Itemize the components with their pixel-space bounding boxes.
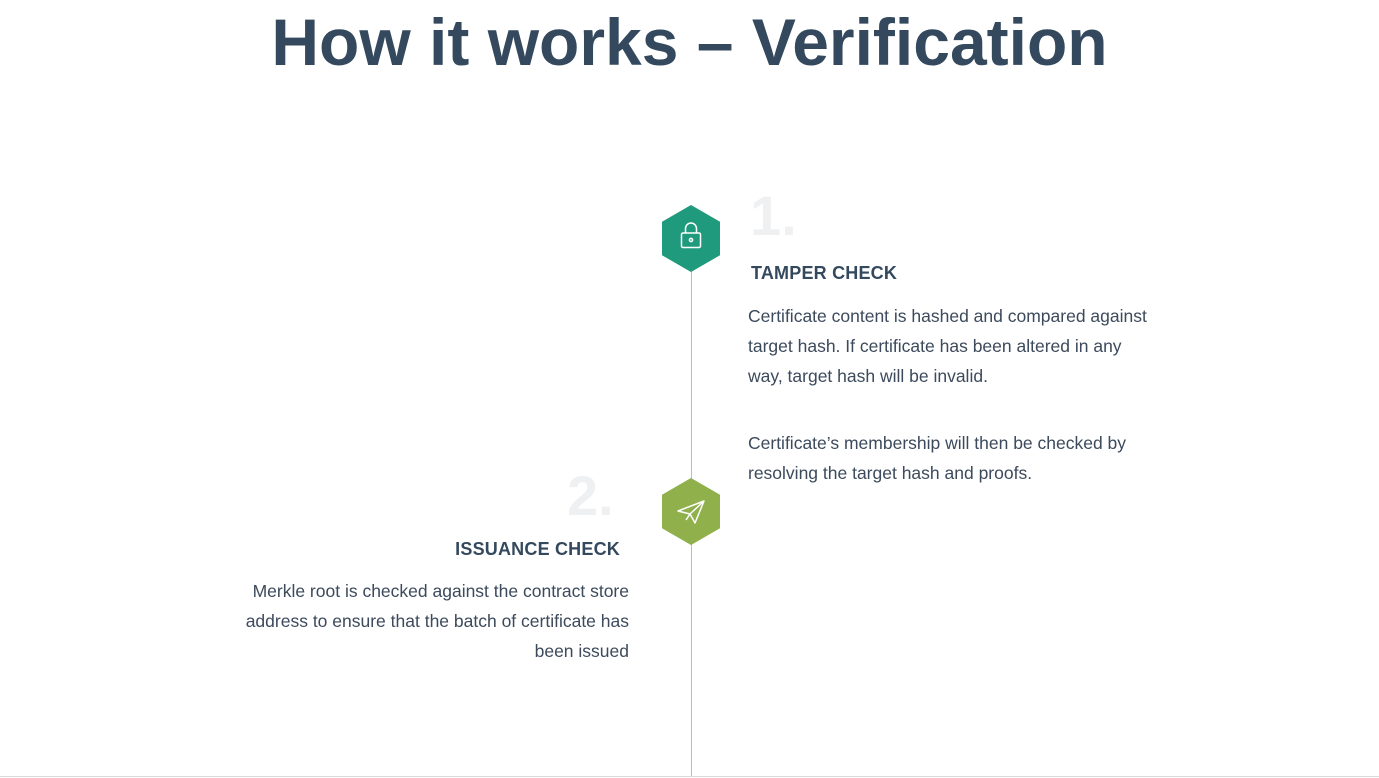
step-2-hexagon bbox=[662, 478, 720, 545]
step-1-heading: TAMPER CHECK bbox=[751, 263, 898, 283]
step-2-heading: ISSUANCE CHECK bbox=[455, 539, 620, 559]
step-1-number: 1. bbox=[750, 184, 797, 247]
step-1-description: Certificate content is hashed and compar… bbox=[748, 306, 1147, 386]
step-1-hexagon bbox=[662, 205, 720, 272]
lock-icon bbox=[680, 222, 702, 249]
bottom-divider bbox=[0, 776, 1379, 777]
paper-plane-icon bbox=[677, 500, 705, 524]
page-title: How it works – Verification bbox=[271, 5, 1108, 79]
step-2-description: Merkle root is checked against the contr… bbox=[245, 581, 629, 661]
step-1-followup: Certificate’s membership will then be ch… bbox=[748, 433, 1127, 483]
step-2-number: 2. bbox=[567, 464, 614, 527]
